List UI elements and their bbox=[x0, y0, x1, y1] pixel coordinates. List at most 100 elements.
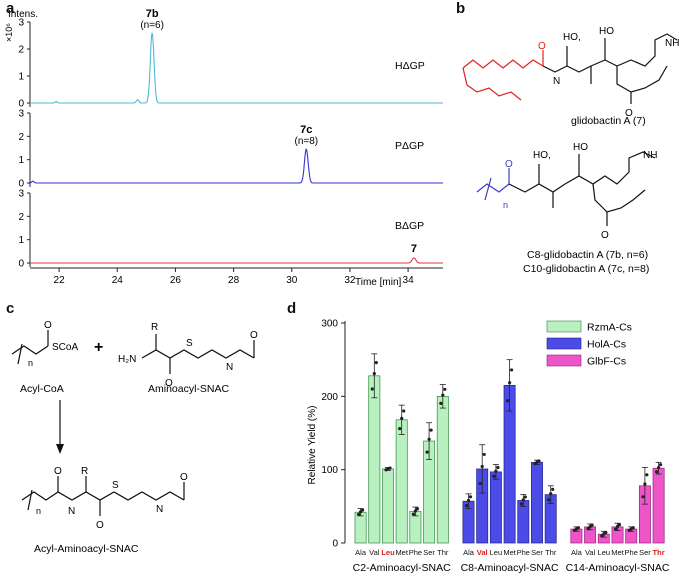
x-tick-label: 26 bbox=[170, 275, 182, 286]
label-aminoacyl-snac: Aminoacyl-SNAC bbox=[148, 383, 230, 395]
aminoacyl-snac-structure bbox=[141, 334, 255, 374]
category-label: Phe bbox=[409, 548, 422, 557]
replicate-point bbox=[604, 530, 608, 535]
replicate-point bbox=[427, 437, 431, 441]
replicate-point bbox=[361, 508, 365, 512]
panel-label-d: d bbox=[287, 300, 297, 317]
chromatogram-panel: Intens. ×10⁶ 0123HΔGP7b(n=6)0123PΔGP7c(n… bbox=[4, 8, 443, 288]
reaction-scheme: O SCoA n Acyl-CoA + R H₂N S O N O Aminoa… bbox=[11, 320, 258, 555]
caption-c10-glidobactin: C10-glidobactin A (7c, n=8) bbox=[523, 263, 649, 275]
category-label: Phe bbox=[517, 548, 530, 557]
trace-y-tick-label: 3 bbox=[18, 189, 24, 200]
replicate-point bbox=[590, 523, 594, 527]
replicate-point bbox=[492, 474, 496, 478]
replicate-point bbox=[441, 393, 445, 397]
atom-sub-n-c1: n bbox=[28, 358, 33, 368]
replicate-point bbox=[659, 463, 663, 467]
replicate-point bbox=[496, 465, 500, 470]
trace-y-tick-label: 3 bbox=[18, 18, 24, 29]
atom-n-top: N bbox=[553, 76, 560, 87]
replicate-point bbox=[464, 504, 469, 508]
peak-label: 7c bbox=[300, 124, 312, 136]
replicate-point bbox=[411, 512, 415, 516]
caption-c8-glidobactin: C8-glidobactin A (7b, n=6) bbox=[527, 249, 648, 261]
category-label: Thr bbox=[653, 548, 665, 557]
atom-r-top: R bbox=[151, 322, 158, 333]
bar bbox=[531, 461, 543, 544]
replicate-point bbox=[600, 534, 604, 538]
atom-o-red: O bbox=[538, 41, 546, 52]
replicate-point bbox=[657, 466, 661, 470]
replicate-point bbox=[402, 409, 406, 413]
replicate-point bbox=[645, 473, 649, 477]
legend-label: HolA-Cs bbox=[587, 339, 626, 351]
replicate-point bbox=[400, 416, 404, 420]
category-label: Ser bbox=[531, 548, 543, 557]
category-label: Leu bbox=[490, 548, 503, 557]
x-tick-label: 24 bbox=[112, 275, 124, 286]
category-label: Val bbox=[477, 548, 488, 557]
replicate-point bbox=[443, 387, 447, 391]
trace-name: HΔGP bbox=[395, 60, 425, 72]
replicate-point bbox=[617, 523, 622, 527]
peak-label: 7b bbox=[146, 8, 159, 20]
trace-line bbox=[29, 148, 443, 184]
category-label: Thr bbox=[545, 548, 557, 557]
category-label: Met bbox=[503, 548, 516, 557]
trace-y-tick-label: 0 bbox=[18, 259, 24, 270]
y-tick-label: 200 bbox=[321, 392, 338, 403]
y-tick-label: 0 bbox=[332, 539, 338, 550]
category-label: Ser bbox=[423, 548, 435, 557]
replicate-point bbox=[480, 464, 484, 469]
replicate-point bbox=[439, 401, 443, 405]
x-tick-label: 34 bbox=[403, 275, 415, 286]
group-label: C8-Aminoacyl-SNAC bbox=[461, 562, 559, 574]
atom-sub-n-b: n bbox=[503, 200, 508, 210]
trace-y-tick-label: 1 bbox=[18, 72, 24, 83]
bar bbox=[368, 375, 381, 544]
replicate-point bbox=[372, 372, 376, 376]
replicate-point bbox=[429, 428, 433, 432]
legend-swatch bbox=[546, 320, 582, 333]
replicate-point bbox=[494, 469, 498, 473]
trace-y-tick-label: 3 bbox=[18, 109, 24, 120]
replicate-point bbox=[547, 498, 551, 502]
peak-note: (n=8) bbox=[294, 136, 318, 147]
replicate-point bbox=[643, 482, 647, 486]
y-tick-label: 300 bbox=[321, 319, 338, 330]
atom-nh-ring-bottom: NH bbox=[643, 150, 657, 161]
trace-y-tick-label: 2 bbox=[18, 212, 24, 223]
atom-n-snac: N bbox=[226, 362, 233, 373]
atom-ho-ring-bottom: HO bbox=[573, 142, 588, 153]
trace-y-tick-label: 2 bbox=[18, 132, 24, 143]
atom-ho-top: HO, bbox=[563, 32, 581, 43]
bar bbox=[436, 395, 449, 544]
replicate-point bbox=[613, 527, 618, 531]
replicate-point bbox=[551, 487, 555, 491]
x-tick-label: 22 bbox=[54, 275, 66, 286]
legend-swatch bbox=[546, 337, 582, 350]
replicate-point bbox=[631, 526, 635, 530]
replicate-point bbox=[510, 368, 514, 372]
y-axis-exponent: ×10⁶ bbox=[4, 23, 14, 42]
atom-o-ring-bottom: O bbox=[601, 230, 609, 241]
atom-scoa: SCoA bbox=[52, 342, 78, 353]
peak-label: 7 bbox=[411, 243, 417, 255]
atom-o-aminoacyl: O bbox=[165, 378, 173, 389]
replicate-point bbox=[425, 450, 429, 454]
bar bbox=[395, 419, 408, 544]
replicate-point bbox=[521, 498, 525, 502]
atom-s-top: S bbox=[186, 338, 193, 349]
x-tick-label: 28 bbox=[228, 275, 240, 286]
category-label: Leu bbox=[381, 548, 395, 557]
replicate-point bbox=[655, 470, 659, 474]
x-axis-label: Time [min] bbox=[355, 277, 402, 288]
legend-label: GlbF-Cs bbox=[587, 356, 626, 368]
trace-y-tick-label: 0 bbox=[18, 99, 24, 110]
caption-glidobactin-a: glidobactin A (7) bbox=[571, 115, 646, 127]
glidobactin-a-structure bbox=[462, 33, 678, 104]
replicate-point bbox=[398, 427, 402, 431]
atom-o-snac: O bbox=[250, 330, 258, 341]
